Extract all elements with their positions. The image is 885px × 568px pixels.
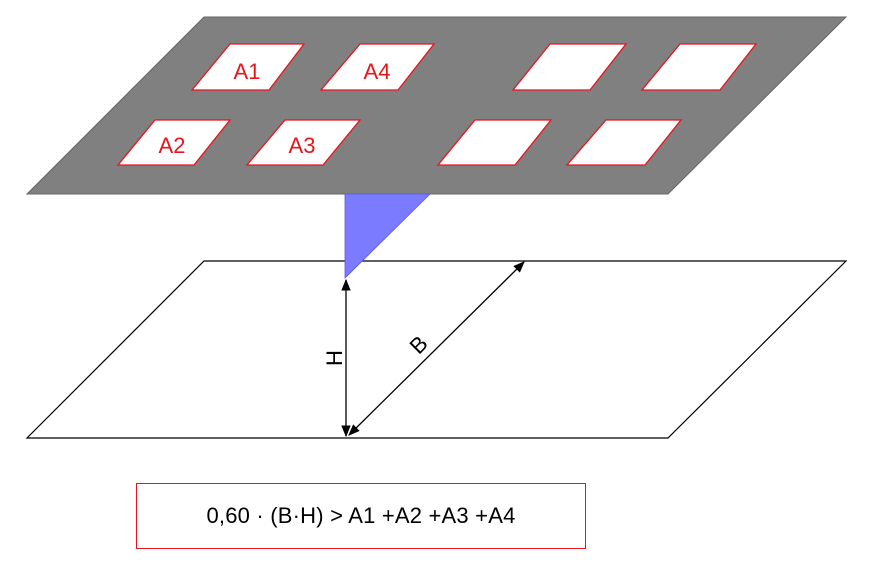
opening-bottom-3 [436, 119, 553, 166]
formula-text: 0,60 · (B·H) > A1 +A2 +A3 +A4 [206, 503, 516, 528]
label-a1: A1 [234, 59, 261, 84]
opening-top-3 [511, 43, 628, 91]
opening-a2 [116, 119, 232, 166]
opening-a1 [190, 43, 306, 91]
opening-top-4 [640, 43, 758, 91]
label-a4: A4 [364, 59, 391, 84]
label-a2: A2 [159, 133, 186, 158]
label-height: H [322, 350, 347, 366]
label-a3: A3 [289, 133, 316, 158]
floor-plane [25, 260, 848, 439]
formula-box: 0,60 · (B·H) > A1 +A2 +A3 +A4 [136, 483, 586, 549]
support-triangle [344, 193, 431, 279]
opening-a4 [319, 43, 436, 91]
opening-bottom-4 [565, 119, 683, 166]
width-dimension-arrow [348, 261, 525, 436]
opening-a3 [245, 119, 362, 166]
